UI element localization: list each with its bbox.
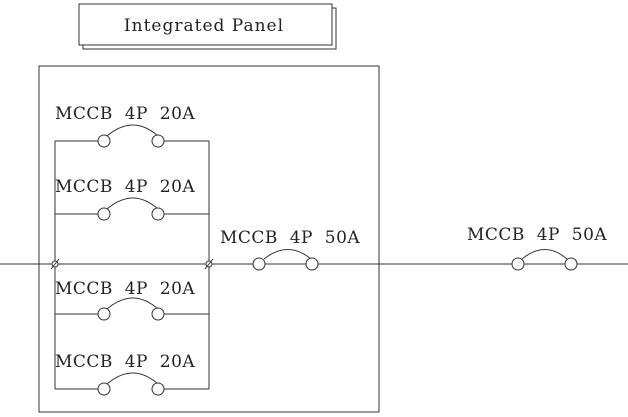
- breaker-contact-left: [511, 257, 525, 271]
- breaker-contact-left: [97, 307, 111, 321]
- branch-breaker-label: MCCB 4P 20A: [55, 279, 195, 299]
- breaker-contact-right: [151, 382, 165, 396]
- bus-junction-right: [204, 258, 214, 270]
- breaker-contact-right: [305, 257, 319, 271]
- breaker-contact-right: [564, 257, 578, 271]
- breaker-contact-right: [151, 207, 165, 221]
- branch-breaker-label: MCCB 4P 20A: [55, 104, 195, 124]
- title-box: Integrated Panel: [78, 3, 337, 50]
- branch-breaker-label: MCCB 4P 20A: [55, 352, 195, 372]
- branch-breaker-1: MCCB 4P 20A: [55, 104, 209, 148]
- breaker-contact-right: [151, 307, 165, 321]
- feeder-breaker: MCCB 4P 50A: [467, 225, 607, 271]
- title-box-frame: [78, 3, 333, 46]
- breaker-contact-left: [97, 134, 111, 148]
- branch-breaker-3: MCCB 4P 20A: [55, 279, 209, 321]
- main-breaker: MCCB 4P 50A: [220, 228, 360, 271]
- branch-breaker-label: MCCB 4P 20A: [55, 177, 195, 197]
- panel-enclosure: [38, 65, 380, 413]
- branch-breaker-4: MCCB 4P 20A: [55, 352, 209, 396]
- breaker-contact-left: [252, 257, 266, 271]
- feeder-breaker-label: MCCB 4P 50A: [467, 225, 607, 245]
- breaker-contact-left: [97, 207, 111, 221]
- breaker-contact-right: [151, 134, 165, 148]
- bus-junction-left: [50, 258, 60, 270]
- breaker-contact-left: [97, 382, 111, 396]
- main-breaker-label: MCCB 4P 50A: [220, 228, 360, 248]
- branch-breaker-2: MCCB 4P 20A: [55, 177, 209, 221]
- title-text: Integrated Panel: [124, 16, 284, 36]
